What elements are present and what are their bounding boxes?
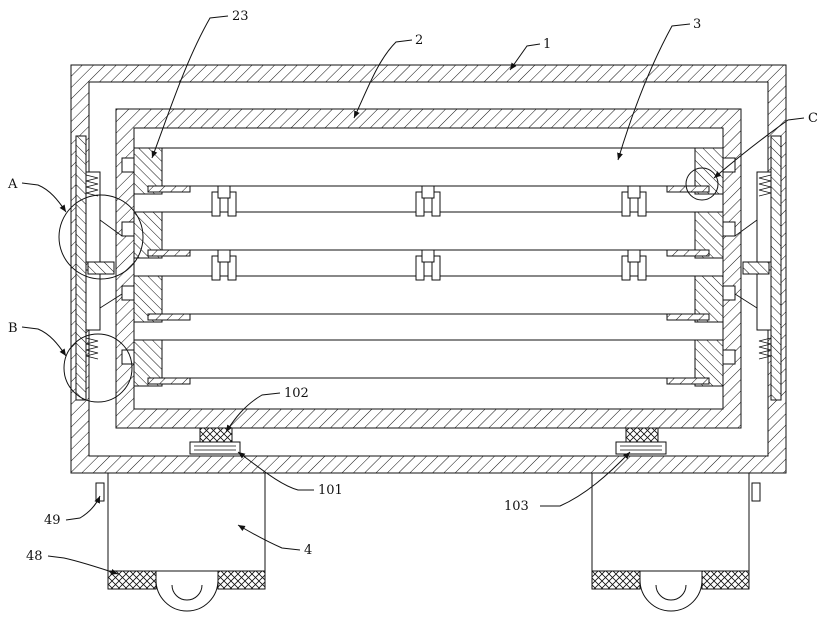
label-1: 1	[543, 37, 551, 52]
rod-clip	[621, 249, 647, 281]
right-leg	[591, 472, 761, 612]
rod-clip	[621, 185, 647, 217]
inner-box	[115, 108, 742, 429]
left-leg	[95, 472, 266, 612]
label-b: B	[8, 321, 18, 336]
rod-clip	[415, 185, 441, 217]
left-spring-assembly	[75, 135, 123, 401]
rod-clips	[211, 185, 647, 281]
mount-left	[189, 427, 241, 455]
label-3: 3	[693, 17, 701, 32]
rod-clip	[415, 249, 441, 281]
label-23: 23	[232, 9, 249, 24]
right-clamp-column	[666, 147, 736, 387]
rod-clip	[211, 249, 237, 281]
label-4: 4	[304, 543, 312, 558]
label-101: 101	[318, 483, 343, 498]
detail-circle-c	[685, 167, 719, 201]
compartment-lines	[134, 147, 723, 379]
detail-circle-b	[63, 333, 133, 403]
leader-lines	[21, 15, 805, 575]
label-48: 48	[26, 549, 43, 564]
detail-circle-a	[58, 194, 144, 280]
right-spring-assembly	[734, 135, 782, 401]
label-2: 2	[415, 33, 423, 48]
label-49: 49	[44, 513, 61, 528]
outer-casing	[70, 64, 787, 474]
label-102: 102	[284, 386, 309, 401]
rod-clip	[211, 185, 237, 217]
label-103: 103	[504, 499, 529, 514]
mount-right	[615, 427, 667, 455]
label-a: A	[7, 177, 18, 192]
label-c: C	[808, 111, 818, 126]
